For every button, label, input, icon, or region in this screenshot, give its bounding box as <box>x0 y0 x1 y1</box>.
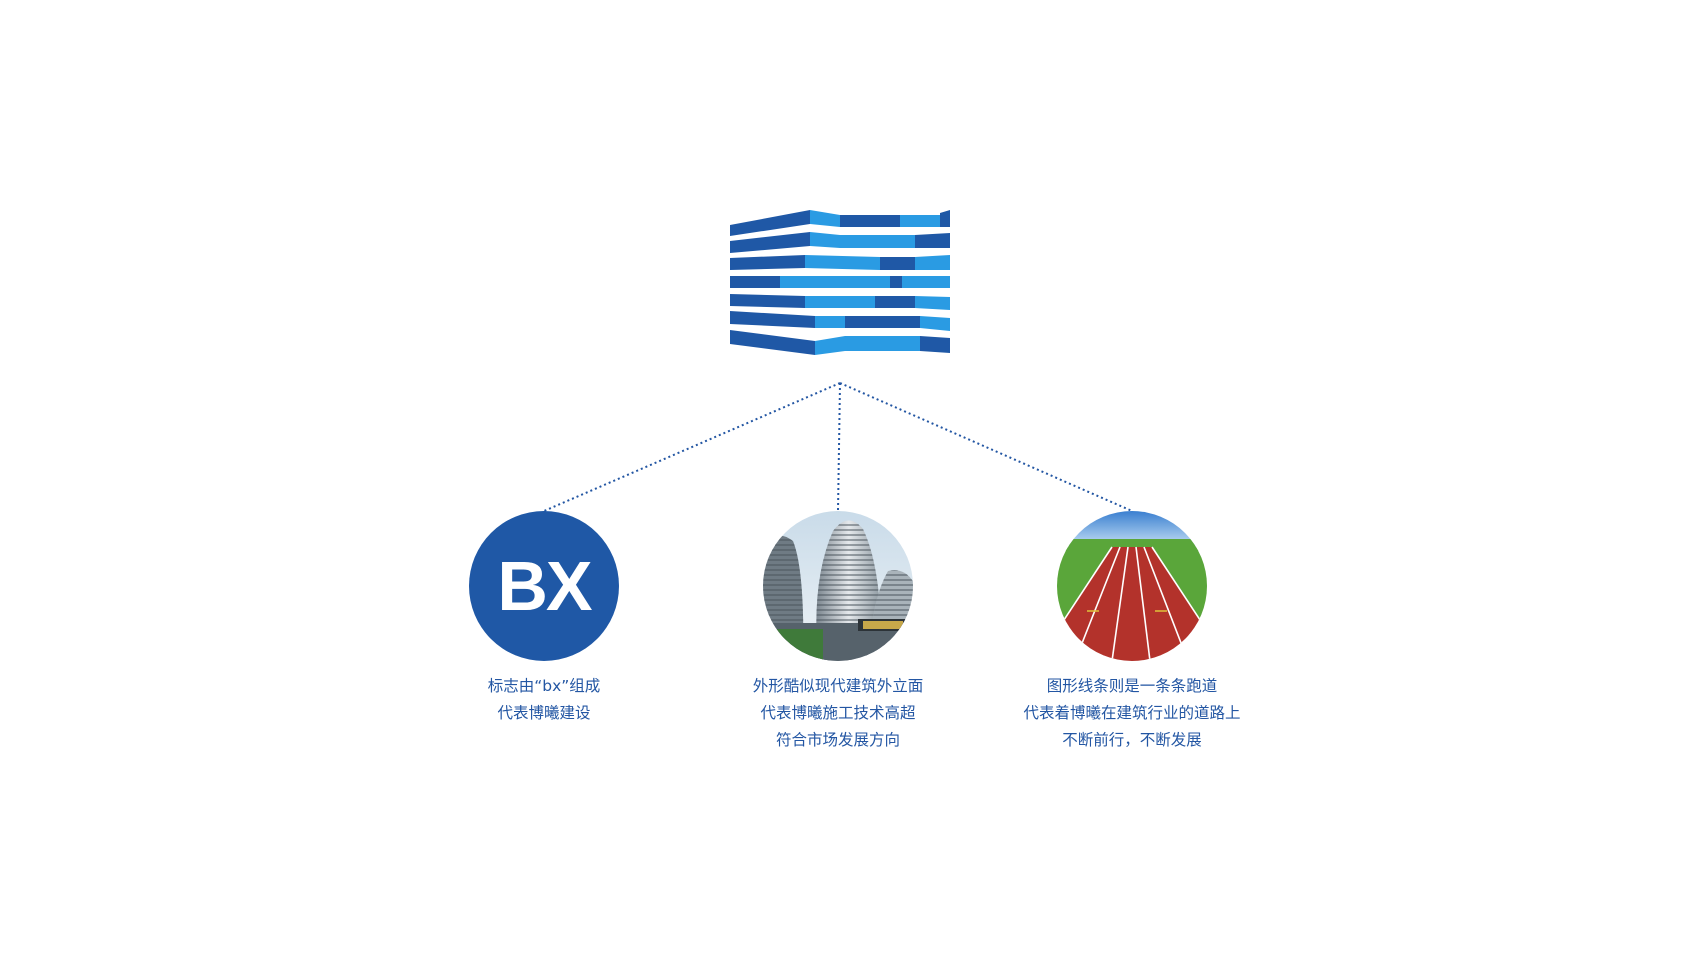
caption-bx: 标志由“bx”组成 代表博曦建设 <box>394 673 694 727</box>
caption-track: 图形线条则是一条条跑道 代表着博曦在建筑行业的道路上 不断前行，不断发展 <box>982 673 1282 754</box>
caption-line: 标志由“bx”组成 <box>487 677 601 695</box>
connector-left <box>543 382 841 512</box>
caption-line: 代表博曦建设 <box>497 704 591 722</box>
modern-building-photo <box>763 511 913 661</box>
connector-right <box>839 382 1133 512</box>
stripe-6 <box>730 311 950 331</box>
caption-line: 外形酷似现代建筑外立面 <box>752 677 924 695</box>
caption-line: 图形线条则是一条条跑道 <box>1046 677 1218 695</box>
caption-building: 外形酷似现代建筑外立面 代表博曦施工技术高超 符合市场发展方向 <box>688 673 988 754</box>
stripe-2 <box>730 232 950 253</box>
stripe-4 <box>730 276 950 288</box>
running-track-photo <box>1057 511 1207 661</box>
connector-middle <box>837 382 841 512</box>
bx-letter-circle: BX <box>469 511 619 661</box>
stripe-5 <box>730 294 950 310</box>
caption-line: 符合市场发展方向 <box>775 731 900 749</box>
caption-line: 不断前行，不断发展 <box>1062 731 1202 749</box>
stacked-stripes-logo-icon <box>730 210 950 355</box>
caption-line: 代表博曦施工技术高超 <box>760 704 916 722</box>
stripe-7 <box>730 330 950 355</box>
caption-line: 代表着博曦在建筑行业的道路上 <box>1023 704 1241 722</box>
stripe-3 <box>730 255 950 270</box>
bx-badge-text: BX <box>497 547 592 625</box>
stripe-1 <box>730 210 950 236</box>
